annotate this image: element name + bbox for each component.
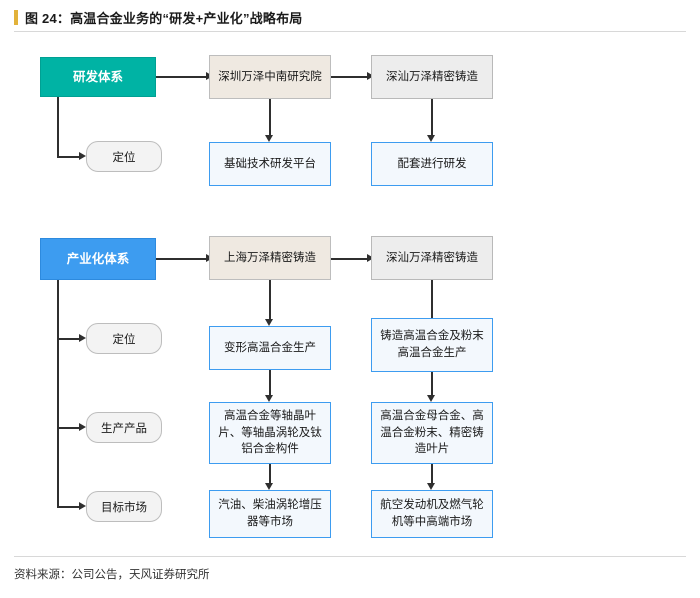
label-rd-position: 定位 [86,141,162,172]
node-rd-system: 研发体系 [40,57,156,97]
node-cast-market: 航空发动机及燃气轮机等中高端市场 [371,490,493,538]
arrowhead-deform-to-products [265,395,273,402]
node-cast-products: 高温合金母合金、高温合金粉末、精密铸造叶片 [371,402,493,464]
label-ind-market: 目标市场 [86,491,162,522]
node-shenzhen-wanze: 深圳万泽中南研究院 [209,55,331,99]
connector-rd-system-down [57,97,59,157]
connector-deform-to-products [269,370,271,398]
connector-ind-to-shanghai [156,258,208,260]
figure-title-row: 图 24：高温合金业务的“研发+产业化”战略布局 [14,8,686,27]
connector-shenzhen-to-shenshan [331,76,369,78]
connector-industry-spine [57,280,59,508]
page-title: 图 24：高温合金业务的“研发+产业化”战略布局 [25,11,303,26]
connector-shanghai-to-shenshan [331,258,369,260]
arrowhead-cast-to-products [427,395,435,402]
node-shanghai-wanze: 上海万泽精密铸造 [209,236,331,280]
connector-shanghai-down [269,280,271,322]
arrowhead-ind-market [79,502,86,510]
connector-rd-position [57,156,81,158]
arrowhead-deform-to-market [265,483,273,490]
arrowhead-shanghai-to-shenshan [367,254,374,262]
node-rd-support: 配套进行研发 [371,142,493,186]
connector-ind-position [57,338,81,340]
connector-shenzhen-down [269,99,271,138]
source-note: 资料来源：公司公告，天风证券研究所 [14,569,210,581]
title-accent-bar [14,10,18,25]
node-deform-market: 汽油、柴油涡轮增压器等市场 [209,490,331,538]
connector-rd-to-shenzhen [156,76,208,78]
connector-ind-product [57,427,81,429]
connector-ind-market [57,506,81,508]
arrowhead-cast-to-market [427,483,435,490]
arrowhead-rd-position [79,152,86,160]
arrowhead-shenzhen-to-shenshan [367,72,374,80]
label-ind-product: 生产产品 [86,412,162,443]
node-shenshan-wanze-rd: 深汕万泽精密铸造 [371,55,493,99]
connector-cast-to-market [431,464,433,486]
arrowhead-shanghai-down [265,319,273,326]
connector-deform-to-market [269,464,271,486]
node-shenshan-wanze-ind: 深汕万泽精密铸造 [371,236,493,280]
label-ind-position: 定位 [86,323,162,354]
arrowhead-ind-product [79,423,86,431]
connector-shenshan-ind-down [431,280,433,322]
diagram-canvas: 研发体系 深圳万泽中南研究院 深汕万泽精密铸造 基础技术研发平台 配套进行研发 … [0,36,700,552]
divider-top [14,31,686,32]
divider-bottom [14,556,686,557]
arrowhead-shenshan-down [427,135,435,142]
node-deform-products: 高温合金等轴晶叶片、等轴晶涡轮及钛铝合金构件 [209,402,331,464]
node-rd-platform: 基础技术研发平台 [209,142,331,186]
node-deform-alloy: 变形高温合金生产 [209,326,331,370]
node-cast-alloy: 铸造高温合金及粉末高温合金生产 [371,318,493,372]
arrowhead-shenzhen-down [265,135,273,142]
arrowhead-ind-position [79,334,86,342]
connector-cast-to-products [431,372,433,398]
node-industry-system: 产业化体系 [40,238,156,280]
connector-shenshan-down [431,99,433,138]
